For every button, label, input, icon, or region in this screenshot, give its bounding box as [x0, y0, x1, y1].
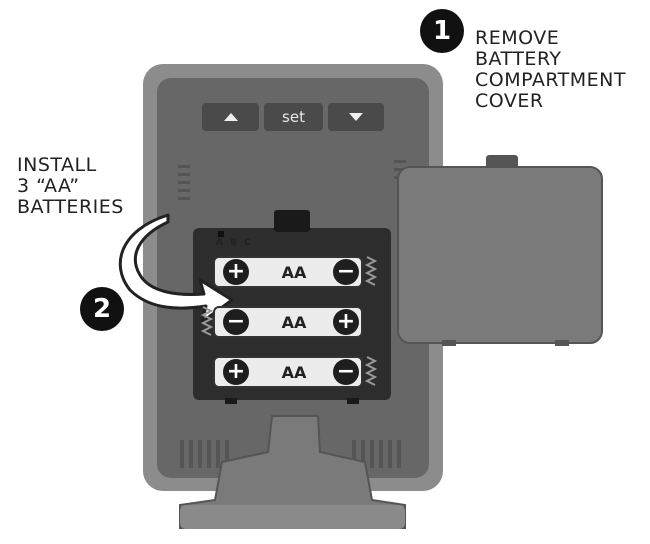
abc-switch: [218, 231, 224, 237]
positive-terminal-icon: +: [333, 309, 359, 335]
battery-label: AA: [281, 362, 307, 382]
down-button[interactable]: [328, 103, 384, 131]
battery-label: AA: [281, 312, 307, 332]
step-2-badge: 2: [80, 287, 124, 331]
set-button[interactable]: set: [264, 103, 323, 131]
battery-3: + AA −: [207, 354, 381, 390]
spring-icon: [201, 306, 213, 336]
insert-arrow: [118, 213, 234, 324]
abc-switch-label: A B C: [216, 238, 253, 248]
step-2-line: INSTALL: [17, 154, 97, 176]
negative-terminal-icon: −: [223, 309, 249, 335]
spring-icon: [365, 256, 377, 286]
left-side-vents: [178, 165, 190, 200]
triangle-up-icon: [223, 113, 238, 121]
stand-base: [180, 505, 405, 529]
step-1-line: COMPARTMENT: [475, 69, 626, 91]
step-1-line: REMOVE: [475, 27, 560, 49]
step-2-line: 3 “AA”: [17, 175, 80, 197]
step-2-instruction: INSTALL 3 “AA” BATTERIES: [17, 155, 124, 218]
step-1-line: BATTERY: [475, 48, 562, 70]
step-1-instruction: REMOVE BATTERY COMPARTMENT COVER: [475, 28, 626, 112]
device-stand: [179, 415, 406, 529]
spring-icon: [365, 356, 377, 386]
up-button[interactable]: [202, 103, 259, 131]
negative-terminal-icon: −: [333, 259, 359, 285]
battery-cover: [397, 166, 603, 344]
positive-terminal-icon: +: [223, 359, 249, 385]
battery-1: + AA −: [207, 254, 381, 290]
triangle-down-icon: [349, 113, 363, 121]
battery-label: AA: [281, 262, 307, 282]
compartment-latch: [274, 210, 310, 232]
step-1-line: COVER: [475, 90, 544, 112]
bottom-left-vents: [180, 440, 229, 468]
step-2-line: BATTERIES: [17, 196, 124, 218]
negative-terminal-icon: −: [333, 359, 359, 385]
bottom-right-vents: [352, 440, 401, 468]
step-1-badge: 1: [420, 9, 464, 53]
positive-terminal-icon: +: [223, 259, 249, 285]
battery-2: − AA +: [201, 304, 381, 340]
